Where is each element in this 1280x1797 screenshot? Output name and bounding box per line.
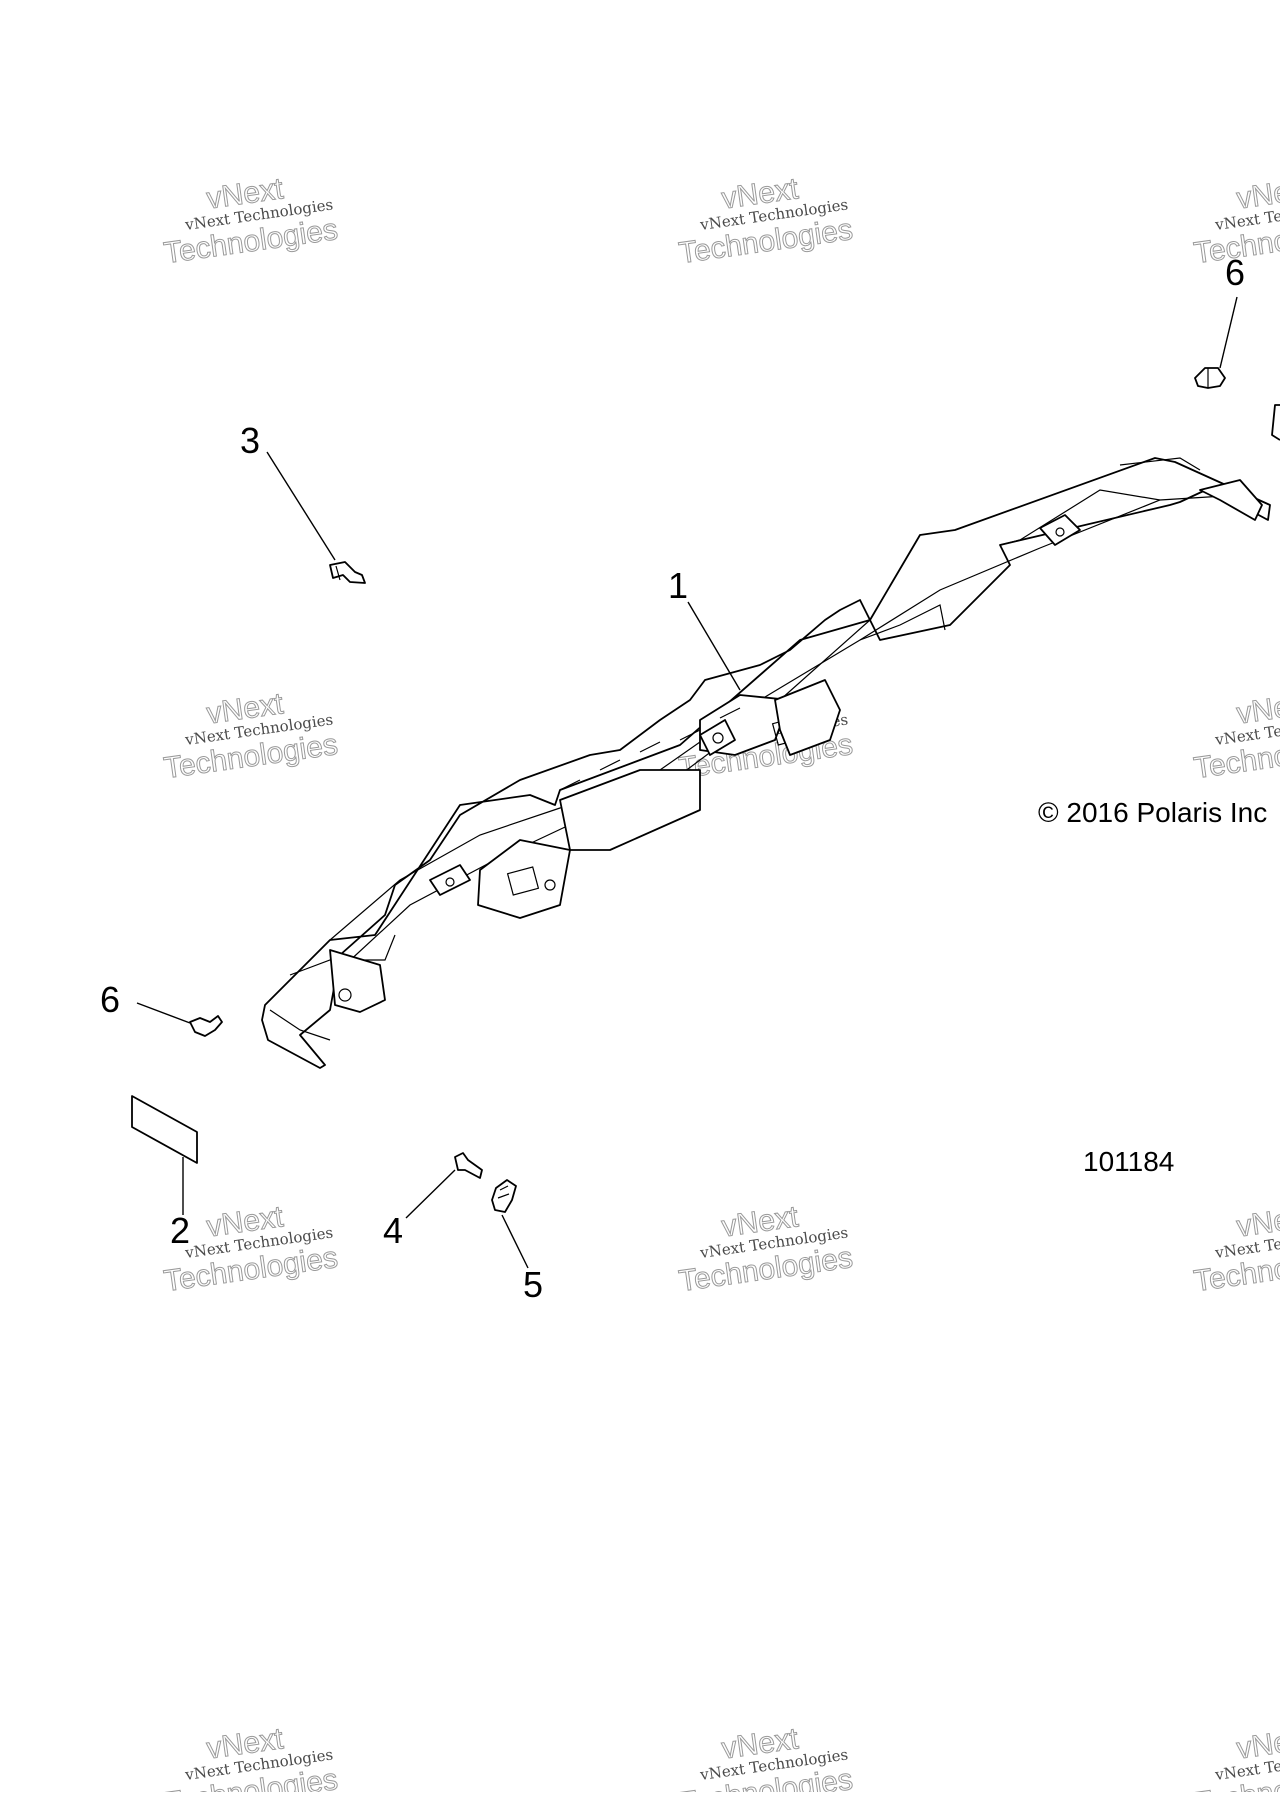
part-2-label: [131, 1095, 198, 1164]
callouts: 1 2 3 4 5 6 6: [100, 252, 1245, 1305]
figure-number: 101184: [1083, 1146, 1174, 1177]
watermark: vNext vNext Technologies Technologies: [676, 1722, 855, 1797]
leader-4: [405, 1169, 456, 1219]
leader-3: [266, 451, 336, 561]
part-3-fastener: [329, 561, 366, 584]
part-6-fastener-right: [1194, 367, 1226, 389]
leader-6-right: [1219, 296, 1238, 369]
part-4-screw: [454, 1152, 483, 1179]
watermark: vNext vNext Technologies Technologies: [1191, 687, 1280, 786]
watermark: vNext vNext Technologies Technologies: [676, 1200, 855, 1299]
callout-6-right: 6: [1225, 252, 1245, 293]
leader-6-left: [136, 1002, 191, 1024]
leader-1: [687, 601, 741, 691]
watermark: vNext vNext Technologies Technologies: [1191, 1200, 1280, 1299]
watermark: vNext vNext Technologies Technologies: [1191, 1722, 1280, 1797]
callout-1: 1: [668, 565, 688, 606]
leader-5: [501, 1214, 529, 1269]
callout-6-left: 6: [100, 979, 120, 1020]
callout-2: 2: [170, 1210, 190, 1251]
callout-3: 3: [240, 420, 260, 461]
part-6-fastener-left: [189, 1015, 223, 1037]
callout-5: 5: [523, 1264, 543, 1305]
callout-4: 4: [383, 1210, 403, 1251]
part-1-bracket: [261, 457, 1271, 1069]
watermark: vNext vNext Technologies Technologies: [161, 687, 340, 786]
watermark: vNext vNext Technologies Technologies: [161, 172, 340, 271]
watermark: vNext vNext Technologies Technologies: [161, 1722, 340, 1797]
copyright-text: © 2016 Polaris Inc: [1038, 797, 1267, 828]
part-edge-fragment: [1271, 404, 1280, 441]
part-5-clip: [491, 1179, 517, 1213]
watermark: vNext vNext Technologies Technologies: [676, 172, 855, 271]
leader-lines: [136, 296, 1238, 1269]
